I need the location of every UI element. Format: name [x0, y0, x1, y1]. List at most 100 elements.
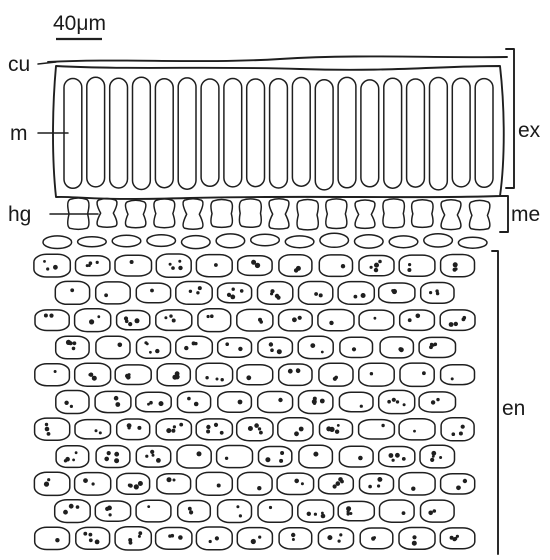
cell-inclusion: [189, 290, 192, 293]
cell-inclusion: [248, 426, 253, 431]
cell-inclusion: [89, 373, 93, 377]
parenchyma-cell: [340, 337, 373, 357]
cell-inclusion: [251, 539, 256, 544]
cell-inclusion: [314, 513, 317, 516]
cell-inclusion: [92, 376, 97, 381]
parenchyma-cell: [218, 283, 252, 303]
parenchyma-cell: [441, 365, 475, 385]
cell-inclusion: [89, 261, 93, 265]
cell-inclusion: [313, 452, 318, 457]
cell-inclusion: [408, 318, 412, 322]
parenchyma-cell: [218, 500, 252, 523]
cell-inclusion: [340, 480, 344, 484]
cell-inclusion: [173, 479, 176, 482]
flattened-cell: [43, 236, 72, 249]
cell-inclusion: [83, 532, 87, 536]
cell-inclusion: [92, 482, 95, 485]
cell-inclusion: [129, 484, 133, 488]
cell-inclusion: [184, 346, 188, 350]
cell-inclusion: [255, 263, 260, 268]
parenchyma-cell: [420, 445, 455, 468]
macrosclereid-cell: [315, 80, 333, 190]
cell-inclusion: [99, 431, 102, 434]
parenchyma-cell: [258, 337, 293, 357]
parenchyma-cell: [115, 365, 151, 385]
cell-inclusion: [402, 511, 406, 515]
cell-inclusion: [46, 267, 49, 270]
cell-inclusion: [387, 400, 391, 404]
cell-inclusion: [189, 510, 193, 514]
cell-inclusion: [298, 316, 302, 320]
cell-inclusion: [164, 316, 167, 319]
parenchyma-cell: [441, 418, 474, 441]
cell-inclusion: [433, 509, 437, 513]
cell-inclusion: [128, 538, 132, 542]
parenchyma-cell: [35, 310, 69, 331]
parenchyma-cell: [258, 392, 293, 413]
cell-inclusion: [128, 426, 131, 429]
hourglass-cell: [211, 199, 232, 227]
cell-inclusion: [192, 341, 196, 345]
hourglass-cell: [383, 199, 404, 228]
cell-inclusion: [428, 511, 433, 516]
cell-inclusion: [240, 289, 244, 293]
cell-inclusion: [454, 267, 457, 270]
parenchyma-cell: [136, 500, 171, 522]
parenchyma-cell: [339, 392, 373, 412]
cell-inclusion: [294, 268, 298, 272]
macrosclereid-cell: [155, 79, 173, 188]
parenchyma-cell: [178, 501, 211, 522]
cell-inclusion: [354, 295, 358, 299]
macrosclereid-cell: [201, 79, 219, 186]
cell-inclusion: [436, 292, 439, 295]
cell-inclusion: [347, 510, 350, 513]
cell-inclusion: [114, 396, 119, 401]
parenchyma-cell: [399, 255, 435, 276]
cell-inclusion: [178, 535, 183, 540]
cell-inclusion: [125, 320, 129, 324]
parenchyma-cell: [96, 282, 131, 304]
cell-inclusion: [178, 260, 181, 263]
cell-inclusion: [159, 401, 164, 406]
cell-inclusion: [320, 399, 325, 404]
cell-inclusion: [171, 534, 175, 538]
cell-inclusion: [269, 506, 272, 509]
macrosclereid-cell: [475, 79, 493, 188]
cell-inclusion: [258, 427, 261, 430]
cell-inclusion: [276, 296, 280, 300]
cell-inclusion: [89, 533, 93, 537]
parenchyma-cell: [298, 336, 333, 358]
cell-inclusion: [238, 400, 243, 405]
cell-inclusion: [73, 341, 77, 345]
cell-inclusion: [196, 291, 199, 294]
parenchyma-cell: [196, 527, 232, 550]
parenchyma-cell: [76, 527, 110, 549]
cell-inclusion: [339, 533, 342, 536]
cell-inclusion: [292, 317, 297, 322]
cell-inclusion: [206, 425, 210, 429]
flattened-cell: [182, 236, 211, 249]
parenchyma-cell: [137, 337, 171, 359]
cell-inclusion: [138, 531, 142, 535]
parenchyma-cell: [279, 364, 312, 385]
cell-inclusion: [66, 340, 71, 345]
macrosclereid-layer: [53, 66, 504, 199]
cell-inclusion: [301, 482, 304, 485]
cell-inclusion: [145, 455, 148, 458]
cell-inclusion: [227, 293, 231, 297]
cell-inclusion: [450, 536, 454, 540]
cell-inclusion: [349, 512, 352, 515]
parenchyma-cell: [278, 418, 313, 441]
cell-inclusion: [462, 318, 466, 322]
cell-inclusion: [95, 540, 100, 545]
cell-inclusion: [374, 268, 378, 272]
cell-inclusion: [156, 458, 161, 463]
parenchyma-cell: [198, 309, 231, 332]
cell-inclusion: [198, 286, 202, 290]
parenchyma-cell: [56, 391, 89, 414]
parenchyma-cell: [35, 418, 70, 440]
flattened-cell: [251, 234, 280, 245]
cell-inclusion: [54, 370, 57, 373]
parenchyma-cell: [196, 472, 232, 495]
cell-inclusion: [152, 454, 155, 457]
